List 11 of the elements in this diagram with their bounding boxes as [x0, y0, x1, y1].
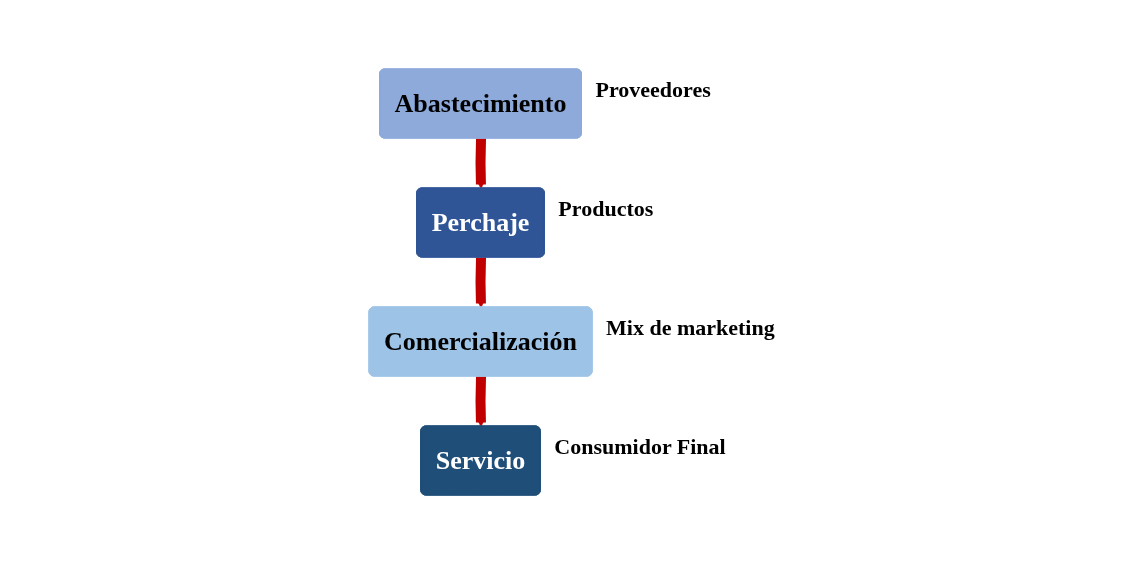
arrow: [475, 257, 486, 308]
process-box: Comercialización: [368, 306, 593, 377]
arrow: [475, 138, 486, 189]
process-box: Perchaje: [415, 187, 545, 258]
process-box: Servicio: [419, 425, 541, 496]
bullet-text: Productos: [557, 196, 653, 221]
bullet-text: Consumidor Final: [553, 434, 726, 459]
process-box: Abastecimiento: [378, 68, 582, 139]
bullet-text: Mix de marketing: [605, 315, 775, 340]
bullet-text: Proveedores: [594, 77, 711, 102]
arrow: [475, 376, 486, 427]
